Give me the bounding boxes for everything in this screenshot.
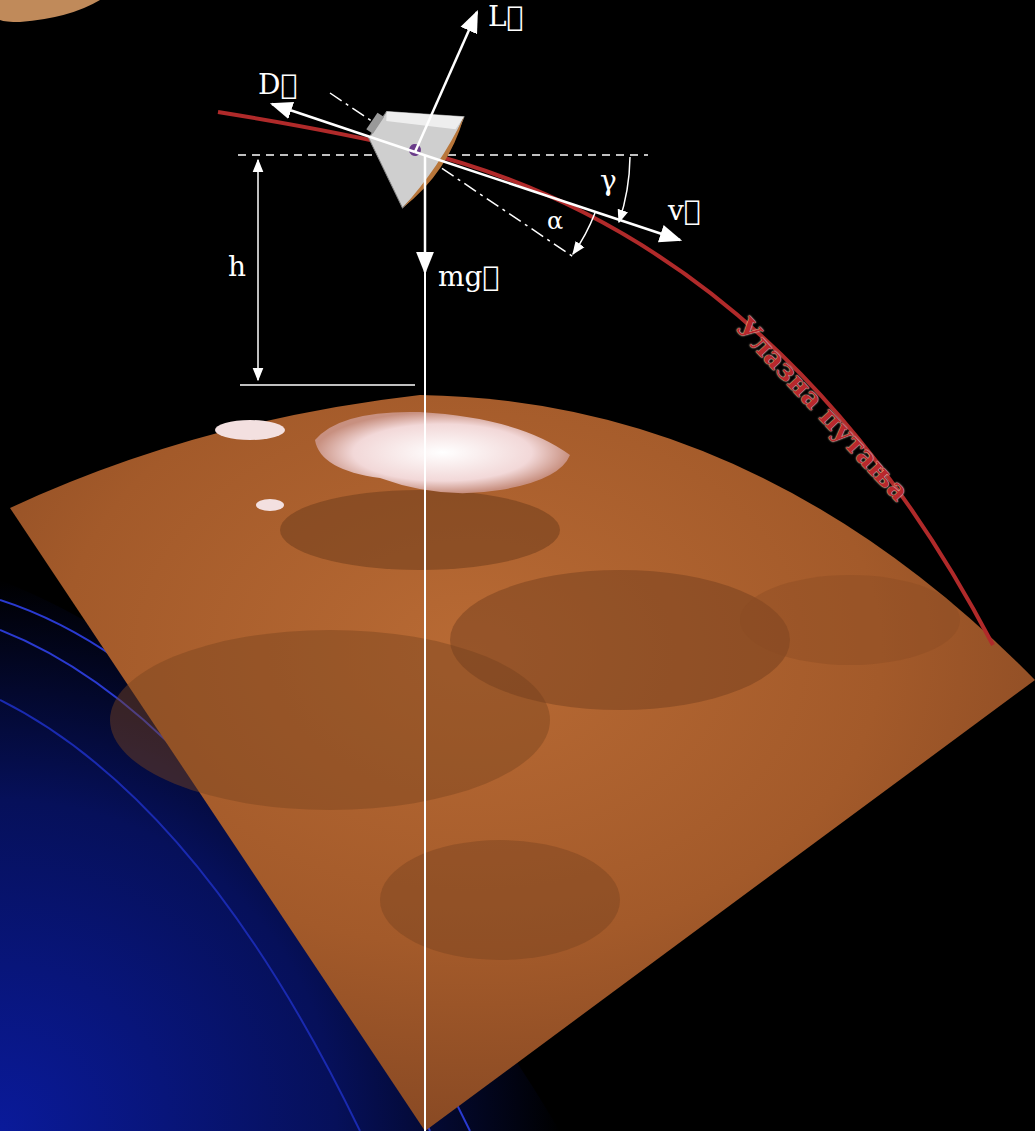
drag-label: D⃗ — [258, 70, 297, 101]
angle-label: α — [547, 208, 563, 234]
dimension-label: h — [228, 252, 246, 283]
weight-label: mg⃗ — [438, 262, 499, 293]
velocity-label: v⃗ — [668, 196, 701, 227]
angle-label: γ — [600, 166, 617, 197]
lift-label: L⃗ — [488, 2, 523, 33]
